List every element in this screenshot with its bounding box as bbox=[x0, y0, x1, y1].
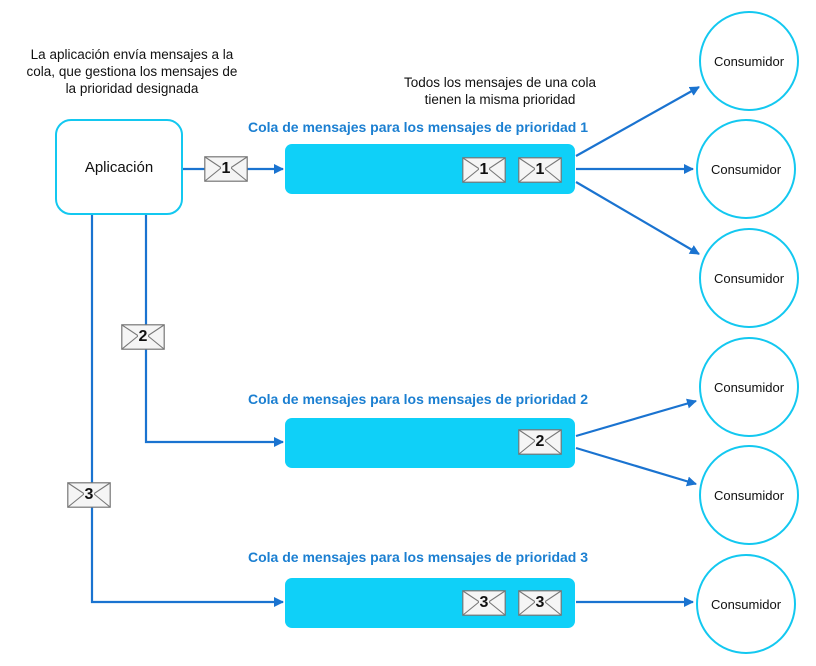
same-priority-note: Todos los mensajes de una cola tienen la… bbox=[403, 75, 597, 107]
envelope-icon: 2 bbox=[121, 324, 165, 350]
queue-1-label: Cola de mensajes para los mensajes de pr… bbox=[248, 119, 589, 135]
consumer-6: Consumidor bbox=[696, 554, 796, 654]
in-transit-message-2: 2 bbox=[137, 328, 149, 345]
envelope-icon: 3 bbox=[67, 482, 111, 508]
queue-1-message-1: 1 bbox=[478, 161, 490, 178]
envelope-icon: 1 bbox=[204, 156, 248, 182]
arrow-queue-2-to-consumer-4 bbox=[575, 398, 697, 438]
application-label: Aplicación bbox=[84, 158, 154, 176]
envelope-icon: 3 bbox=[518, 590, 562, 616]
arrow-queue-1-to-consumer-3 bbox=[575, 181, 700, 255]
envelope-icon: 2 bbox=[518, 429, 562, 455]
arrow-app-to-queue-2 bbox=[144, 215, 284, 447]
arrow-queue-2-to-consumer-5 bbox=[575, 446, 697, 487]
consumer-label: Consumidor bbox=[713, 270, 785, 286]
consumer-4: Consumidor bbox=[699, 337, 799, 437]
consumer-2: Consumidor bbox=[696, 119, 796, 219]
envelope-icon: 1 bbox=[518, 157, 562, 183]
consumer-label: Consumidor bbox=[713, 487, 785, 503]
in-transit-message-1: 1 bbox=[220, 160, 232, 177]
application-box: Aplicación bbox=[55, 119, 183, 215]
queue-2-message-1: 2 bbox=[534, 433, 546, 450]
application-note: La aplicación envía mensajes a la cola, … bbox=[26, 47, 238, 96]
consumer-label: Consumidor bbox=[710, 596, 782, 612]
envelope-icon: 1 bbox=[462, 157, 506, 183]
queue-1-message-2: 1 bbox=[534, 161, 546, 178]
queue-3-message-1: 3 bbox=[478, 594, 490, 611]
arrow-app-to-queue-3 bbox=[90, 215, 284, 607]
arrow-queue-1-to-consumer-1 bbox=[575, 86, 700, 157]
consumer-label: Consumidor bbox=[713, 53, 785, 69]
consumer-1: Consumidor bbox=[699, 11, 799, 111]
consumer-3: Consumidor bbox=[699, 228, 799, 328]
consumer-5: Consumidor bbox=[699, 445, 799, 545]
consumer-label: Consumidor bbox=[710, 161, 782, 177]
consumer-label: Consumidor bbox=[713, 379, 785, 395]
envelope-icon: 3 bbox=[462, 590, 506, 616]
queue-3-label: Cola de mensajes para los mensajes de pr… bbox=[248, 549, 589, 565]
in-transit-message-3: 3 bbox=[83, 486, 95, 503]
queue-3-message-2: 3 bbox=[534, 594, 546, 611]
queue-2-label: Cola de mensajes para los mensajes de pr… bbox=[248, 391, 589, 407]
